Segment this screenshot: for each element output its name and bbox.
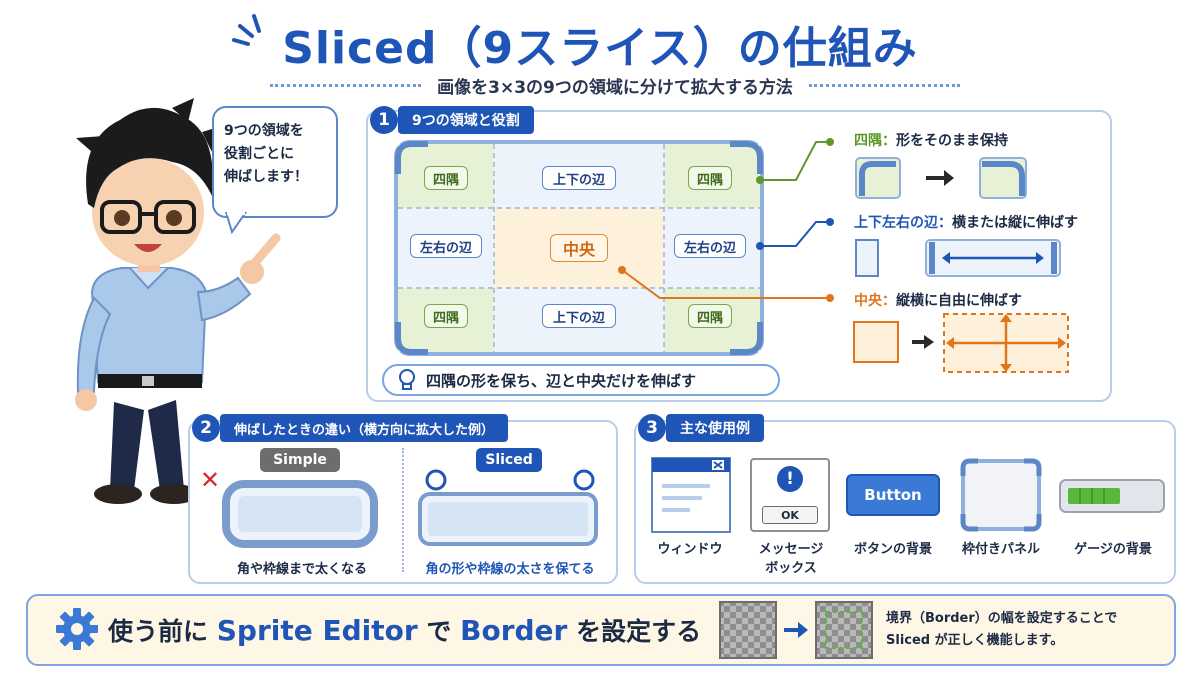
footer-message: 使う前に Sprite Editor で Border を設定する — [108, 612, 701, 648]
legend-desc: 縦横に自由に伸ばす — [896, 293, 1022, 309]
window-illustration — [651, 457, 731, 533]
footer-banner — [26, 594, 1176, 666]
simple-label: Simple — [260, 448, 340, 472]
label-corner: 四隅 — [424, 166, 468, 190]
framed-panel-illustration — [960, 458, 1042, 532]
bubble-line: 役割ごとに — [224, 146, 294, 162]
sample-button[interactable]: Button — [846, 474, 940, 516]
legend-center: 中央：縦横に自由に伸ばす — [854, 290, 1022, 310]
legend-desc: 横または縦に伸ばす — [952, 215, 1078, 231]
grid-lines — [395, 141, 763, 355]
legend-corner: 四隅：形をそのまま保持 — [854, 130, 1008, 150]
label-corner: 四隅 — [424, 304, 468, 328]
usage-label-message-box: メッセージ ボックス — [736, 540, 846, 578]
simple-caption: 角や枠線まで太くなる — [236, 562, 367, 577]
label-center: 中央 — [550, 234, 608, 262]
section-title: 9つの領域と役割 — [398, 106, 534, 134]
cross-mark-icon: ✕ — [200, 466, 221, 494]
bubble-tail — [224, 212, 248, 235]
footer-text: 使う前に — [108, 617, 209, 646]
speech-bubble: 9つの領域を 役割ごとに 伸ばします！ — [212, 106, 338, 218]
circle-marks — [425, 469, 595, 491]
section-title: 伸ばしたときの違い（横方向に拡大した例） — [220, 414, 509, 442]
label-left-right: 左右の辺 — [410, 234, 482, 258]
label-corner: 四隅 — [688, 166, 732, 190]
footer-note-line: Sliced が正しく機能します。 — [886, 633, 1064, 648]
section-number: 2 — [192, 414, 220, 442]
tip-callout: 四隅の形を保ち、辺と中央だけを伸ばす — [382, 364, 780, 396]
footer-note-line: 境界（Border）の幅を設定することで — [886, 611, 1118, 626]
burst-icon — [232, 14, 261, 46]
lightbulb-icon — [399, 369, 415, 390]
bubble-line: 伸ばします！ — [224, 169, 308, 185]
label-left-right: 左右の辺 — [674, 234, 746, 258]
sliced-stretched-image — [418, 492, 598, 546]
gear-icon — [56, 608, 98, 650]
ok-button[interactable]: OK — [762, 506, 818, 524]
footer-text: を設定する — [576, 617, 702, 646]
dotted-divider — [808, 83, 961, 87]
bubble-line: 9つの領域を — [224, 123, 304, 139]
section-number: 3 — [638, 414, 666, 442]
usage-label-line: メッセージ — [758, 542, 824, 557]
section-title: 主な使用例 — [666, 414, 764, 442]
simple-stretched-image — [222, 480, 378, 548]
legend-desc: 形をそのまま保持 — [896, 133, 1008, 149]
sliced-label: Sliced — [476, 448, 542, 472]
legend-label: 四隅 — [854, 133, 882, 149]
border-setting-illustration — [719, 601, 873, 659]
legend-separator: ： — [938, 215, 952, 231]
usage-label-line: ボックス — [765, 561, 817, 576]
legend-label: 上下左右の辺 — [854, 215, 938, 231]
dotted-divider — [270, 83, 422, 87]
exclamation-icon: ! — [777, 466, 803, 492]
subtitle-row: 画像を3×3の9つの領域に分けて拡大する方法 — [270, 70, 961, 100]
sliced-caption: 角の形や枠線の太さを保てる — [425, 562, 595, 577]
footer-note: 境界（Border）の幅を設定することで Sliced が正しく機能します。 — [886, 608, 1156, 652]
character-illustration — [75, 98, 281, 504]
page-subtitle: 画像を3×3の9つの領域に分けて拡大する方法 — [437, 77, 793, 98]
legend-separator: ： — [882, 293, 896, 309]
legend-label: 中央 — [854, 293, 882, 309]
legend-separator: ： — [882, 133, 896, 149]
legend-illustrations — [853, 157, 1069, 373]
usage-label-gauge: ゲージの背景 — [1074, 542, 1152, 557]
page-title: Sliced（9スライス）の仕組み — [282, 23, 918, 74]
legend-connectors — [618, 138, 834, 302]
label-corner: 四隅 — [688, 304, 732, 328]
legend-edges: 上下左右の辺：横または縦に伸ばす — [854, 212, 1078, 232]
usage-label-button: ボタンの背景 — [853, 542, 932, 557]
gauge-illustration — [1059, 479, 1165, 513]
label-top-bottom: 上下の辺 — [542, 304, 616, 328]
footer-highlight: Border — [460, 614, 568, 647]
footer-text: で — [426, 617, 452, 646]
usage-label-window: ウィンドウ — [657, 542, 723, 557]
section-divider — [402, 448, 404, 572]
tip-text: 四隅の形を保ち、辺と中央だけを伸ばす — [426, 371, 697, 390]
label-top-bottom: 上下の辺 — [542, 166, 616, 190]
section-number: 1 — [370, 106, 398, 134]
footer-highlight: Sprite Editor — [216, 614, 418, 647]
usage-label-panel: 枠付きパネル — [961, 542, 1040, 557]
